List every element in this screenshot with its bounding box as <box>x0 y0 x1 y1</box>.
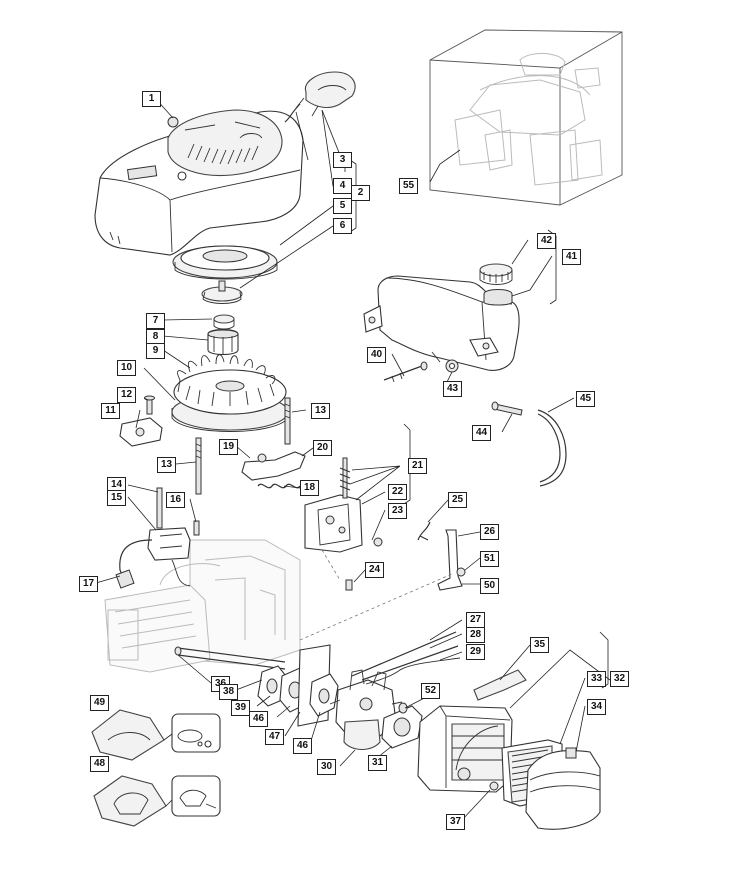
callout-2: 2 <box>351 185 370 201</box>
callout-24: 24 <box>365 562 384 578</box>
callout-39: 39 <box>231 700 250 716</box>
starter-pulley <box>172 245 278 280</box>
callout-40: 40 <box>367 347 386 363</box>
callout-7: 7 <box>146 313 165 329</box>
callout-31: 31 <box>368 755 387 771</box>
callout-13-lower: 13 <box>157 457 176 473</box>
callout-11: 11 <box>101 403 120 419</box>
callout-46-right: 46 <box>293 738 312 754</box>
engine-block <box>104 539 301 673</box>
callout-20: 20 <box>313 440 332 456</box>
callout-3: 3 <box>333 152 352 168</box>
governor-spring <box>417 521 431 541</box>
callout-15: 15 <box>107 490 126 506</box>
fuel-tank <box>363 263 520 383</box>
callout-1: 1 <box>142 91 161 107</box>
callout-14: 14 <box>107 477 126 493</box>
starter-handle <box>284 71 356 166</box>
stud-bolts <box>195 397 291 495</box>
fuel-line <box>491 401 567 487</box>
callout-43: 43 <box>443 381 462 397</box>
callout-44: 44 <box>472 425 491 441</box>
callout-23: 23 <box>388 503 407 519</box>
starter-ratchet <box>201 280 243 304</box>
coil-bracket <box>119 395 163 447</box>
callout-35: 35 <box>530 637 549 653</box>
callout-22: 22 <box>388 484 407 500</box>
callout-18: 18 <box>300 480 319 496</box>
callout-34: 34 <box>587 699 606 715</box>
callout-47: 47 <box>265 729 284 745</box>
callout-27: 27 <box>466 612 485 628</box>
callout-25: 25 <box>448 492 467 508</box>
flywheel-parts <box>171 314 289 432</box>
callout-10: 10 <box>117 360 136 376</box>
callout-29: 29 <box>466 644 485 660</box>
callout-26: 26 <box>480 524 499 540</box>
callout-28: 28 <box>466 627 485 643</box>
ignition-coil <box>115 487 200 589</box>
callout-4: 4 <box>333 178 352 194</box>
callout-52: 52 <box>421 683 440 699</box>
callout-30: 30 <box>317 759 336 775</box>
callout-37: 37 <box>446 814 465 830</box>
carburetor <box>329 669 403 751</box>
callout-33: 33 <box>587 671 606 687</box>
callout-46-left: 46 <box>249 711 268 727</box>
air-filter-cover <box>525 747 601 830</box>
control-lever <box>437 529 466 591</box>
leader-lines <box>95 97 623 821</box>
callout-13-upper: 13 <box>311 403 330 419</box>
callout-12: 12 <box>117 387 136 403</box>
callout-49: 49 <box>90 695 109 711</box>
callout-9: 9 <box>146 343 165 359</box>
callout-48: 48 <box>90 756 109 772</box>
callout-38: 38 <box>219 684 238 700</box>
callout-5: 5 <box>333 198 352 214</box>
callout-32: 32 <box>610 671 629 687</box>
callout-50: 50 <box>480 578 499 594</box>
callout-45: 45 <box>576 391 595 407</box>
governor-linkage <box>241 451 306 489</box>
throttle-control-bracket <box>304 457 383 591</box>
callout-42: 42 <box>537 233 556 249</box>
intake-gaskets <box>257 644 339 727</box>
air-filter-housing <box>417 705 513 793</box>
air-filter-gasket <box>381 702 423 749</box>
callout-55: 55 <box>399 178 418 194</box>
callout-6: 6 <box>333 218 352 234</box>
callout-16: 16 <box>166 492 185 508</box>
callout-51: 51 <box>480 551 499 567</box>
engine-assembly-box <box>429 29 623 206</box>
gasket-kit-bag <box>91 709 221 761</box>
recoil-starter-housing <box>94 109 304 256</box>
callout-17: 17 <box>79 576 98 592</box>
carburetor-kit-bag <box>93 775 221 827</box>
callout-19: 19 <box>219 439 238 455</box>
breather-hose <box>473 669 527 701</box>
callout-41: 41 <box>562 249 581 265</box>
callout-21: 21 <box>408 458 427 474</box>
throttle-rods <box>299 573 461 685</box>
carburetor-studs <box>174 646 286 670</box>
